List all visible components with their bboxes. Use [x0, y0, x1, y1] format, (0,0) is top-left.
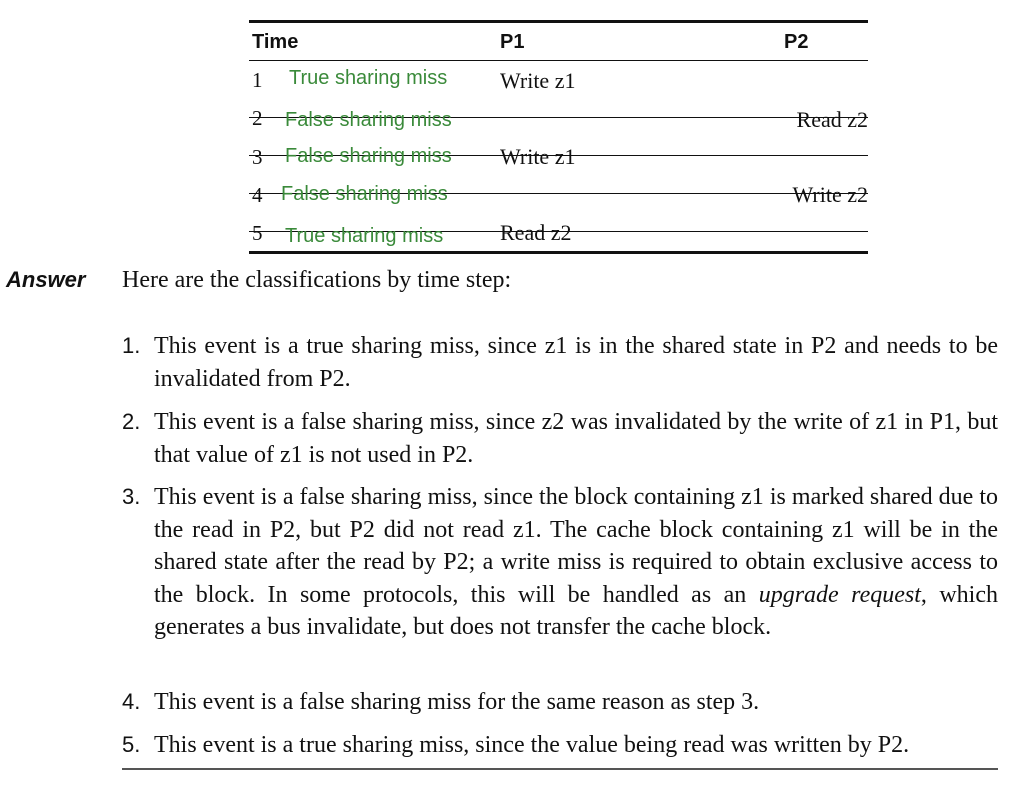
table-row-time: 1 — [252, 68, 263, 92]
item-text: This event is a false sharing miss, sinc… — [154, 481, 998, 644]
item-number: 2. — [122, 409, 141, 434]
item-number: 1. — [122, 333, 141, 358]
header-p1: P1 — [500, 31, 525, 53]
item-text-end: , which generates a bus invalidate, but … — [154, 581, 998, 641]
answer-label: Answer — [6, 267, 86, 292]
item-text-emphasis: upgrade request — [758, 581, 921, 608]
table-row-classification: False sharing miss — [281, 183, 448, 205]
table-bottom-rule — [249, 251, 868, 254]
table-row-rule — [249, 117, 868, 118]
bottom-rule — [122, 768, 998, 770]
item-text-start: This event is a false sharing miss, sinc… — [154, 484, 998, 608]
item-text: This event is a false sharing miss for t… — [154, 689, 760, 715]
table-header-rule — [249, 60, 868, 61]
answer-item: 2. This event is a false sharing miss, s… — [122, 406, 998, 471]
table-top-rule — [249, 20, 868, 23]
answer-item: 4. This event is a false sharing miss fo… — [122, 686, 998, 719]
table-row-classification: True sharing miss — [289, 67, 448, 89]
table-row-classification: True sharing miss — [285, 225, 444, 247]
table-row-rule — [249, 155, 868, 156]
header-p2: P2 — [784, 31, 809, 53]
table-row-rule — [249, 231, 868, 232]
table-row-p1: Read z2 — [500, 220, 572, 245]
table-row-p2: Read z2 — [796, 107, 868, 132]
answer-item: 5. This event is a true sharing miss, si… — [122, 729, 998, 762]
item-number: 5. — [122, 732, 141, 757]
table-row-time: 2 — [252, 106, 263, 130]
header-time: Time — [252, 31, 299, 53]
table-row-rule — [249, 193, 868, 194]
item-number: 3. — [122, 484, 141, 509]
sharing-miss-table: Time P1 P2 1 True sharing miss Write z1 … — [249, 20, 868, 255]
answer-item: 3. This event is a false sharing miss, s… — [122, 481, 998, 644]
item-text: This event is a false sharing miss, sinc… — [154, 409, 998, 468]
item-text: This event is a true sharing miss, since… — [154, 333, 998, 392]
table-row-p2: Write z2 — [792, 182, 868, 207]
table-row-time: 3 — [252, 145, 263, 169]
table-row-p1: Write z1 — [500, 144, 576, 169]
item-text: This event is a true sharing miss, since… — [154, 732, 910, 758]
item-number: 4. — [122, 689, 141, 714]
answer-item: 1. This event is a true sharing miss, si… — [122, 330, 998, 395]
table-row-classification: False sharing miss — [285, 145, 452, 167]
table-row-p1: Write z1 — [500, 68, 576, 93]
answer-intro: Here are the classifications by time ste… — [122, 267, 512, 293]
table-row-time: 4 — [252, 183, 263, 207]
table-row-time: 5 — [252, 221, 263, 245]
table-row-classification: False sharing miss — [285, 109, 452, 131]
